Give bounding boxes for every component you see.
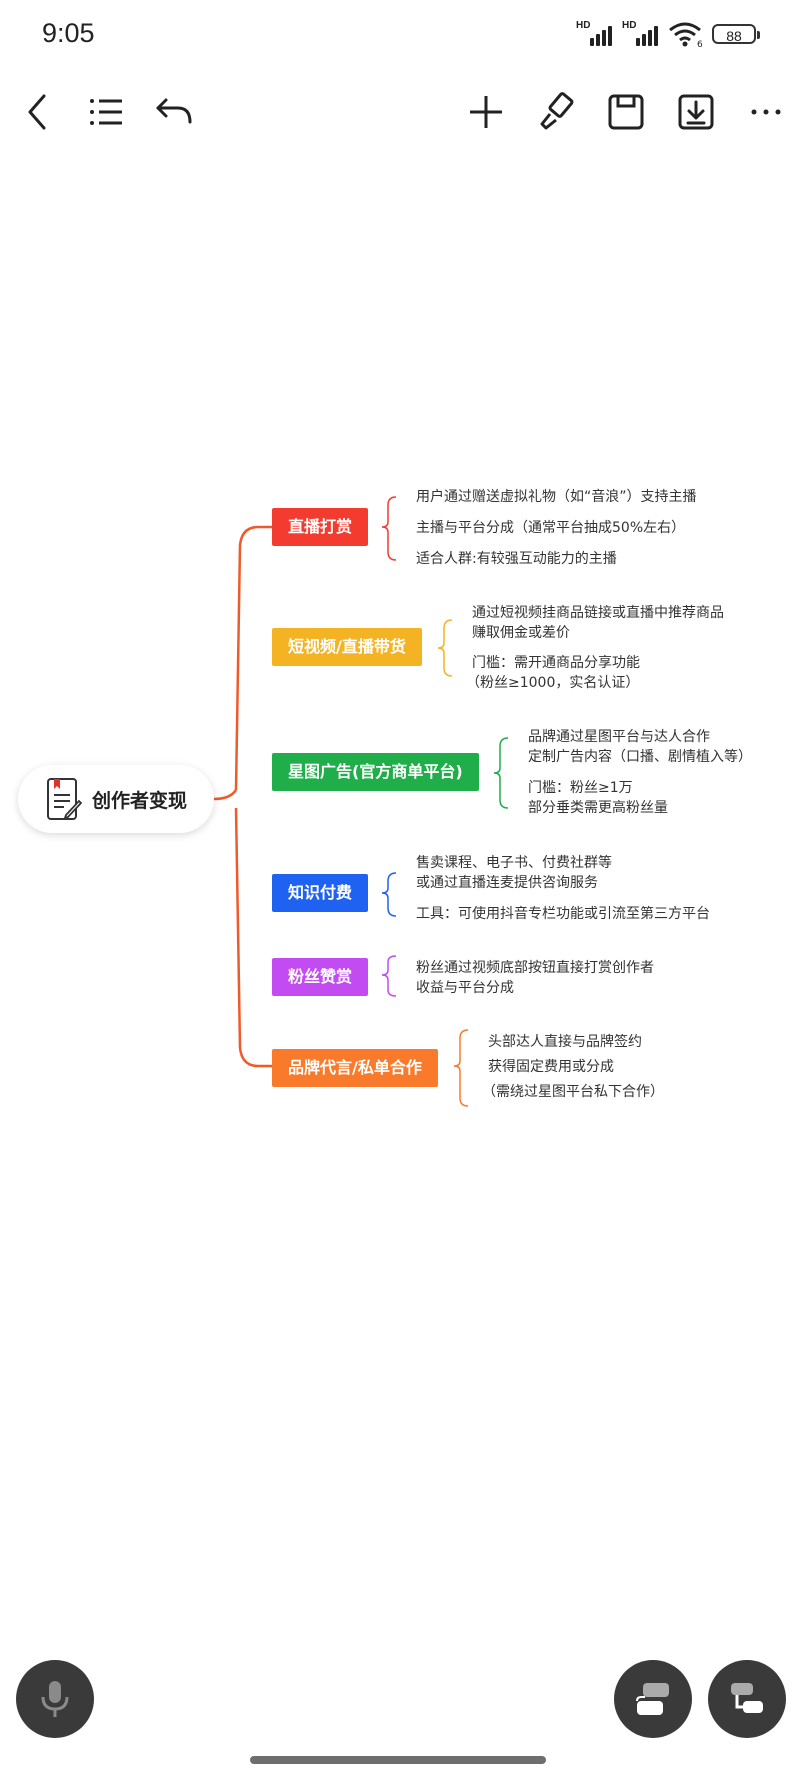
branch-1-detail-2: 主播与平台分成（通常平台抽成50%左右）	[416, 520, 686, 536]
branch-node-2[interactable]: 短视频/直播带货	[272, 628, 422, 666]
branch-2-detail-4: （粉丝≥1000，实名认证）	[466, 675, 640, 691]
outline-list-icon	[90, 99, 122, 125]
branch-node-5[interactable]: 粉丝赞赏	[272, 958, 369, 996]
voice-input-button[interactable]	[16, 1660, 94, 1738]
download-icon	[678, 94, 714, 130]
brace-2	[437, 619, 453, 677]
root-label: 创作者变现	[92, 789, 188, 812]
more-button[interactable]	[744, 90, 788, 134]
branch-3-detail-1: 品牌通过星图平台与达人合作	[528, 729, 710, 745]
wifi-icon: 6	[669, 22, 703, 48]
map-structure-icon	[731, 1683, 763, 1713]
brace-6	[453, 1029, 469, 1107]
outline-button[interactable]	[84, 90, 128, 134]
signal-icon-2: HD	[622, 20, 660, 48]
branch-6-detail-3: （需绕过星图平台私下合作）	[482, 1084, 664, 1100]
map-layout-button[interactable]	[614, 1660, 692, 1738]
branch-3-detail-3: 门槛：粉丝≥1万	[528, 780, 633, 796]
branch-node-6[interactable]: 品牌代言/私单合作	[272, 1049, 438, 1087]
download-button[interactable]	[674, 90, 718, 134]
branch-1-detail-1: 用户通过赠送虚拟礼物（如“音浪”）支持主播	[416, 489, 697, 505]
branch-node-3[interactable]: 星图广告(官方商单平台)	[272, 753, 479, 791]
branch-6-detail-2: 获得固定费用或分成	[488, 1059, 614, 1075]
brace-4	[381, 872, 397, 917]
branch-2-detail-3: 门槛：需开通商品分享功能	[472, 655, 640, 671]
branch-4-detail-1: 售卖课程、电子书、付费社群等	[416, 855, 612, 871]
branch-4-detail-2: 或通过直播连麦提供咨询服务	[416, 875, 598, 891]
brace-5	[381, 955, 397, 997]
save-button[interactable]	[604, 90, 648, 134]
back-button[interactable]	[16, 90, 60, 134]
map-layout-icon	[636, 1683, 669, 1715]
map-structure-button[interactable]	[708, 1660, 786, 1738]
add-button[interactable]	[464, 90, 508, 134]
branch-3-detail-2: 定制广告内容（口播、剧情植入等）	[528, 749, 752, 765]
undo-icon	[156, 98, 192, 124]
brace-1	[381, 496, 397, 561]
status-time: 9:05	[42, 18, 95, 48]
branch-node-1[interactable]: 直播打赏	[272, 508, 369, 546]
branch-2-detail-1: 通过短视频挂商品链接或直播中推荐商品	[472, 605, 724, 621]
microphone-icon	[41, 1681, 69, 1717]
branch-2-detail-2: 赚取佣金或差价	[472, 625, 570, 641]
signal-icon: HD	[576, 20, 614, 48]
home-indicator[interactable]	[250, 1756, 546, 1764]
svg-text:6: 6	[697, 40, 703, 48]
undo-button[interactable]	[152, 90, 196, 134]
format-brush-icon	[540, 92, 574, 130]
branch-6-detail-1: 头部达人直接与品牌签约	[488, 1034, 642, 1050]
mindmap-root-node[interactable]: 创作者变现	[18, 765, 214, 833]
branch-4-detail-3: 工具：可使用抖音专栏功能或引流至第三方平台	[416, 906, 710, 922]
branch-node-4[interactable]: 知识付费	[272, 874, 369, 912]
status-icons: HD HD 6 88	[576, 20, 760, 48]
document-pen-icon	[47, 778, 82, 820]
branch-5-detail-1: 粉丝通过视频底部按钮直接打赏创作者	[416, 960, 654, 976]
back-icon	[28, 94, 46, 130]
branch-1-detail-3: 适合人群:有较强互动能力的主播	[416, 551, 617, 567]
branch-3-detail-4: 部分垂类需更高粉丝量	[528, 800, 668, 816]
branch-5-detail-2: 收益与平台分成	[416, 980, 514, 996]
add-icon	[470, 96, 502, 128]
more-icon	[751, 109, 781, 115]
save-icon	[608, 94, 644, 130]
brace-3	[493, 737, 509, 809]
format-brush-button[interactable]	[534, 90, 578, 134]
battery-icon: 88	[712, 24, 760, 44]
